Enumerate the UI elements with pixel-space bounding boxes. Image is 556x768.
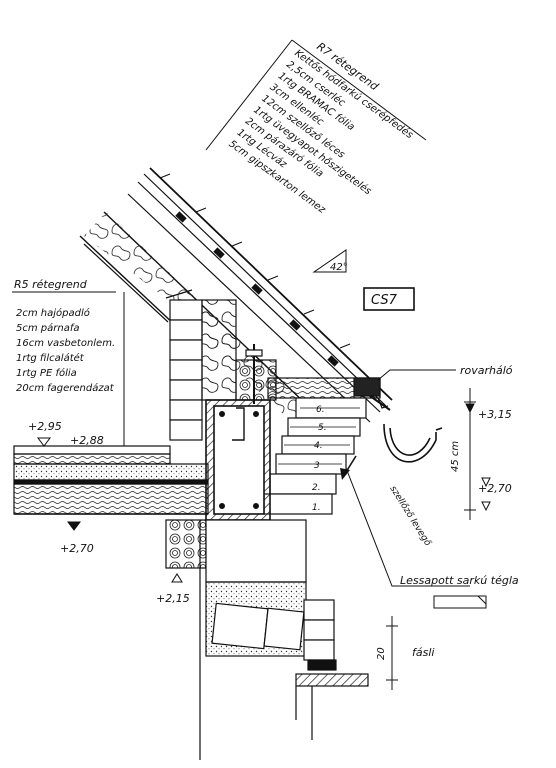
r7-frame [205,39,427,151]
dimension-bottom-label: 20 [376,647,387,660]
leader-lines [345,369,470,587]
level-floor-top: +2,95 [28,420,62,433]
course-number: 3 [314,461,320,471]
dimension-gutter-label: 45 cm [450,441,461,472]
course-number: 1. [312,503,321,513]
course-number: 6. [316,405,325,415]
dimension-bottom [386,616,398,690]
r5-layer: 1rtg PE fólia [16,367,77,379]
lower-wall [165,519,369,760]
masonry-wall [169,299,237,441]
detail-tag: CS7 [371,293,398,308]
dimension-gutter [464,388,491,520]
course-number: 2. [312,483,321,493]
floor-slab [13,445,209,515]
tile-steps [159,173,351,349]
r5-layer: 16cm vasbetonlem. [16,338,115,349]
r5-legend: R5 rétegrend 2cm hajópadló 5cm párnafa 1… [14,278,115,394]
level-gutter-bottom: +2,70 [478,482,512,495]
r5-title: R5 rétegrend [14,278,88,291]
vent-arrow [345,455,357,473]
gutter [383,423,443,463]
label-wood: fásli [412,646,434,659]
r5-frame [12,291,125,446]
level-markers [14,437,183,583]
level-wall-low: +2,15 [156,592,190,605]
label-vent-air: szellőző levegő [387,484,432,548]
r5-layer: 5cm párnafa [16,322,79,334]
corbel-courses [263,397,367,515]
course-number: 4. [314,441,323,451]
r7-legend: R7 rétegrend Kettős hódfarkú cserépfedés… [226,40,415,216]
r5-layer: 1rtg filcalátét [16,352,85,364]
course-number: 5. [318,423,327,433]
ring-beam [205,399,271,521]
course-numbers: 1. 2. 3 4. 5. 6. [312,405,327,513]
r5-layer: 2cm hajópadló [16,307,90,319]
level-beam-bottom: +2,70 [60,542,94,555]
corner-brick-sketch [433,595,487,609]
label-insect-net: rovarháló [460,364,513,377]
eaves-block [267,377,391,411]
roof-angle: 42° [330,262,348,273]
level-floor-mid: +2,88 [70,434,104,447]
level-gutter-top: +3,15 [478,408,512,421]
wall-plate [235,344,277,404]
detail-tag-box [363,287,415,311]
angle-marker [312,249,347,273]
label-corner-brick: Lessapott sarkú tégla [400,574,519,587]
corbel-lines [278,407,360,465]
r5-layer: 20cm fagerendázat [16,382,115,394]
corner-brick-chamfer [477,595,487,605]
